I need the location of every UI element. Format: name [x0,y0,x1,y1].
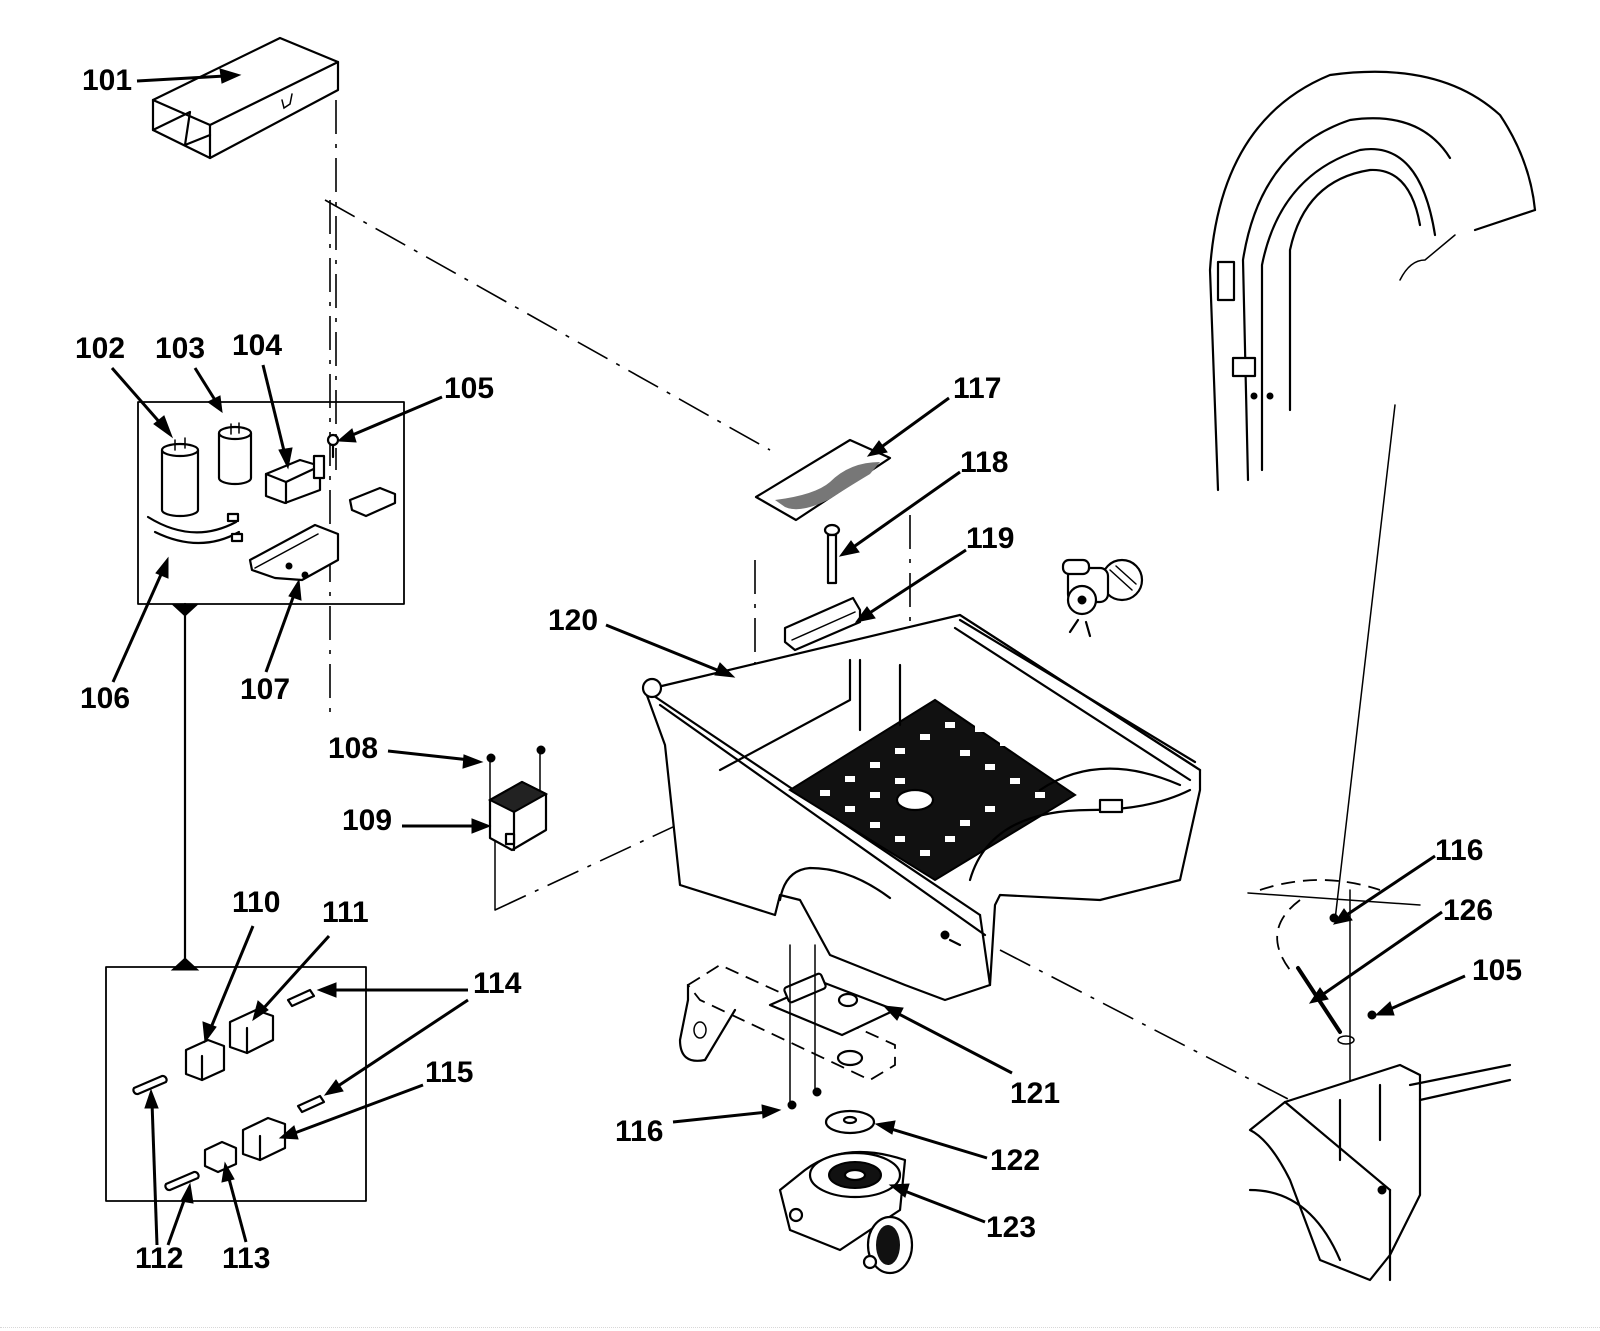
callout-114: 114 [473,967,522,1000]
explode-lines [324,100,1396,1101]
electrical-kit-box-lower [105,966,367,1202]
callout-117: 117 [953,372,1001,405]
callout-111: 111 [322,896,369,929]
part-switch-block [486,745,549,852]
callout-103: 103 [155,332,205,365]
callout-110: 110 [232,886,280,919]
callout-105-right: 105 [1472,954,1522,987]
part-base-housing [641,613,1202,1002]
callout-113: 113 [222,1242,270,1275]
callout-116-right: 116 [1435,834,1483,867]
callout-109: 109 [342,804,392,837]
callout-120: 120 [548,604,598,637]
callout-116-lower: 116 [615,1115,663,1148]
bottom-rule [0,1327,1600,1329]
callout-112: 112 [135,1242,183,1275]
part-label-plate [754,438,892,522]
part-bolt [823,523,841,585]
part-motor [1061,558,1144,638]
part-wire-harness [1247,879,1421,1045]
callout-105-upper: 105 [444,372,494,405]
callout-108: 108 [328,732,378,765]
callout-107: 107 [240,673,290,706]
part-cover-channel [151,36,340,160]
part-caster-wheel [778,1150,914,1275]
part-arch-cover [1208,70,1537,492]
callout-102: 102 [75,332,125,365]
callout-121: 121 [1010,1077,1060,1110]
callouts: 101 102 103 104 105 106 107 108 109 110 … [75,64,1522,1275]
leader-101 [136,74,226,83]
callout-104: 104 [232,329,282,362]
part-washer [824,1109,876,1135]
callout-123: 123 [986,1211,1036,1244]
callout-122: 122 [990,1144,1040,1177]
callout-115: 115 [425,1056,473,1089]
callout-119: 119 [966,522,1014,555]
callout-106: 106 [80,682,130,715]
part-clip [783,596,862,652]
part-housing-end [1248,1063,1512,1282]
callout-118: 118 [960,446,1008,479]
part-caster-plate [678,944,897,1110]
callout-101: 101 [82,64,132,97]
callout-126: 126 [1443,894,1493,927]
